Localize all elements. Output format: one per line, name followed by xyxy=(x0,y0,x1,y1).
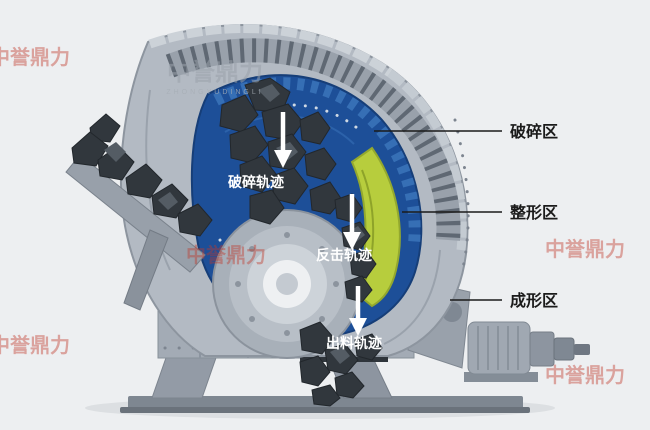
rotor xyxy=(212,209,362,359)
watermark-red-bottom-left: 中誉鼎力 xyxy=(0,333,70,357)
trajectory-label-crushing: 破碎轨迹 xyxy=(228,174,284,190)
trajectory-arrow-discharge xyxy=(349,286,367,336)
watermarks: 中誉鼎力 ZHONGYUDINGLI 中誉鼎力 中誉鼎力 中誉鼎力 中誉鼎力 中… xyxy=(0,45,625,387)
watermark-red-center: 中誉鼎力 xyxy=(186,243,266,267)
trajectory-label-impact: 反击轨迹 xyxy=(316,247,372,263)
trajectory-arrow-impact xyxy=(343,194,361,250)
trajectory-label-discharge: 出料轨迹 xyxy=(326,335,382,351)
feed-chute xyxy=(65,154,206,311)
watermark-red-top-left: 中誉鼎力 xyxy=(0,45,70,69)
watermark-red-bottom-right: 中誉鼎力 xyxy=(545,363,625,387)
zone-label-crushing: 破碎区 xyxy=(510,122,558,141)
leader-lines xyxy=(374,130,502,301)
watermark-logo-gray: 中誉鼎力 xyxy=(167,59,263,86)
watermark-red-right: 中誉鼎力 xyxy=(545,237,625,261)
zone-label-shaping: 整形区 xyxy=(509,203,558,222)
zone-label-forming: 成形区 xyxy=(510,291,558,310)
watermark-logo-sub: ZHONGYUDINGLI xyxy=(166,89,263,96)
trajectory-arrow-crushing xyxy=(274,112,292,168)
rock-pile-feed xyxy=(71,113,213,237)
rock-pile-discharge xyxy=(299,321,383,407)
